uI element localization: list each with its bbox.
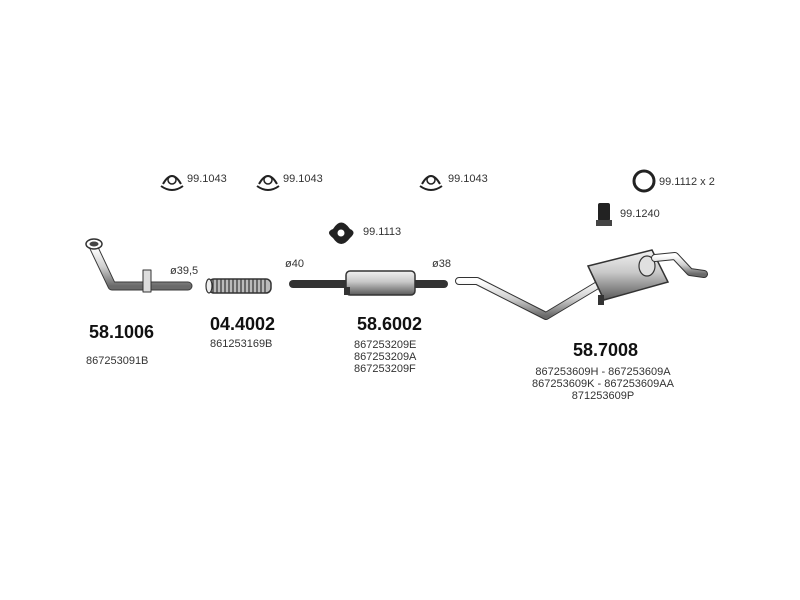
part-number-flex-pipe: 04.4002 — [210, 314, 276, 334]
oem-number-list: 867253209E 867253209A 867253209F — [354, 339, 431, 375]
part-number-middle-silencer: 58.6002 — [357, 314, 423, 334]
part-number-rear-silencer: 58.7008 — [573, 340, 639, 360]
clamp-icon — [160, 175, 184, 191]
clamp-part-number-1: 99.1043 — [187, 173, 227, 185]
clamp-part-number-2: 99.1043 — [283, 173, 323, 185]
flex-pipe-drawing — [205, 278, 272, 294]
ring-icon — [632, 169, 656, 193]
diameter-label-3: ø38 — [432, 258, 451, 270]
diameter-label-1: ø39,5 — [170, 265, 199, 277]
rubber-hanger-icon — [596, 203, 612, 226]
middle-silencer-drawing — [289, 270, 448, 296]
oem-number: 861253169B — [210, 338, 273, 350]
oem-number: 867253609H - 867253609A — [535, 366, 671, 378]
front-pipe-drawing — [85, 238, 193, 293]
part-number-front-pipe: 58.1006 — [89, 322, 155, 342]
rubber-mount-part-number: 99.1113 — [363, 226, 402, 238]
oem-number: 867253091B — [86, 355, 149, 367]
ring-part-number: 99.1112 x 2 — [659, 176, 715, 188]
hanger-part-number: 99.1240 — [620, 208, 660, 220]
clamp-icon — [256, 175, 280, 191]
oem-number: 867253209A — [354, 351, 417, 363]
rear-silencer-drawing — [455, 249, 708, 320]
oem-number: 871253609P — [571, 390, 635, 402]
clamp-icon — [419, 175, 443, 191]
oem-number: 867253609K - 867253609AA — [532, 378, 674, 390]
diameter-label-2: ø40 — [285, 258, 304, 270]
oem-number-list: 867253609H - 867253609A 867253609K - 867… — [518, 366, 688, 402]
rubber-mount-icon — [329, 222, 354, 244]
oem-number: 867253209E — [354, 339, 417, 351]
clamp-part-number-3: 99.1043 — [448, 173, 488, 185]
oem-number: 867253209F — [354, 363, 416, 375]
